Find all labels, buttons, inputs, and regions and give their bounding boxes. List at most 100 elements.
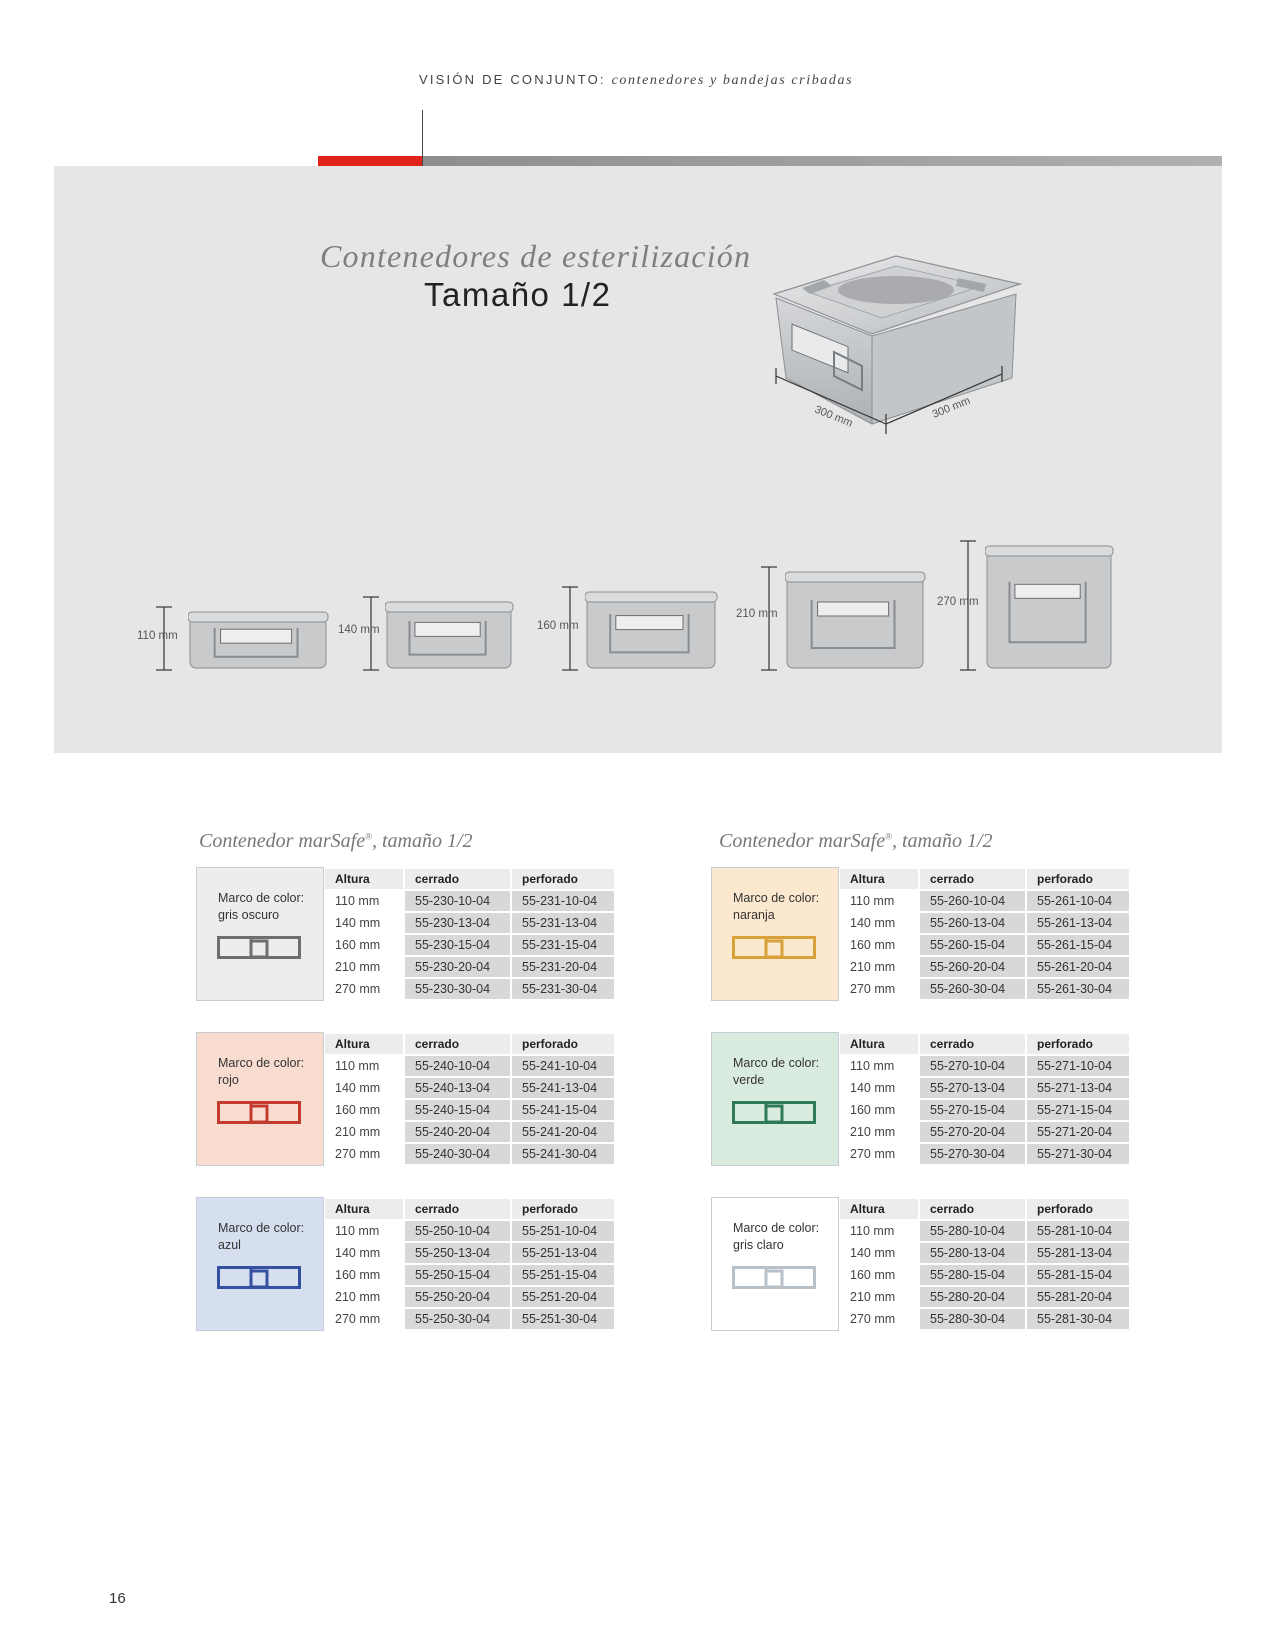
- cell-cerrado: 55-270-15-04: [918, 1100, 1025, 1120]
- cell-altura: 140 mm: [325, 1243, 403, 1263]
- column-header-perforado: perforado: [510, 1034, 614, 1054]
- cell-perforado: 55-241-15-04: [510, 1100, 614, 1120]
- cell-altura: 110 mm: [840, 1221, 918, 1241]
- frame-color-icon: [217, 936, 301, 959]
- height-label-1: 110 mm: [137, 630, 178, 642]
- cell-perforado: 55-261-10-04: [1025, 891, 1129, 911]
- cell-altura: 110 mm: [840, 891, 918, 911]
- cell-altura: 210 mm: [325, 1287, 403, 1307]
- height-label-5: 270 mm: [937, 596, 979, 608]
- cell-altura: 110 mm: [840, 1056, 918, 1076]
- cell-altura: 210 mm: [325, 957, 403, 977]
- height-dimension-line-3: [562, 586, 578, 671]
- swatch-label: Marco de color:azul: [218, 1221, 305, 1252]
- cell-altura: 160 mm: [840, 935, 918, 955]
- column-header-perforado: perforado: [510, 1199, 614, 1219]
- cell-perforado: 55-261-30-04: [1025, 979, 1129, 999]
- column-header-cerrado: cerrado: [403, 1199, 510, 1219]
- cell-cerrado: 55-270-30-04: [918, 1144, 1025, 1164]
- cell-cerrado: 55-250-10-04: [403, 1221, 510, 1241]
- cell-perforado: 55-251-30-04: [510, 1309, 614, 1329]
- container-height-4: [785, 571, 926, 669]
- cell-cerrado: 55-280-20-04: [918, 1287, 1025, 1307]
- color-swatch: Marco de color:rojo: [196, 1032, 324, 1166]
- cell-cerrado: 55-240-10-04: [403, 1056, 510, 1076]
- column-header-perforado: perforado: [1025, 1034, 1129, 1054]
- running-header: VISIÓN DE CONJUNTO: contenedores y bande…: [419, 72, 853, 89]
- column-header-perforado: perforado: [1025, 869, 1129, 889]
- cell-altura: 210 mm: [325, 1122, 403, 1142]
- column-header-perforado: perforado: [1025, 1199, 1129, 1219]
- cell-cerrado: 55-230-20-04: [403, 957, 510, 977]
- cell-cerrado: 55-240-13-04: [403, 1078, 510, 1098]
- cell-perforado: 55-231-10-04: [510, 891, 614, 911]
- cell-perforado: 55-241-30-04: [510, 1144, 614, 1164]
- cell-cerrado: 55-280-10-04: [918, 1221, 1025, 1241]
- cell-perforado: 55-241-13-04: [510, 1078, 614, 1098]
- cell-cerrado: 55-260-10-04: [918, 891, 1025, 911]
- cell-perforado: 55-261-20-04: [1025, 957, 1129, 977]
- frame-color-icon: [732, 936, 816, 959]
- hero-subtitle: Tamaño 1/2: [424, 276, 612, 313]
- cell-cerrado: 55-280-30-04: [918, 1309, 1025, 1329]
- cell-perforado: 55-271-10-04: [1025, 1056, 1129, 1076]
- cell-altura: 270 mm: [325, 1144, 403, 1164]
- cell-altura: 270 mm: [325, 979, 403, 999]
- cell-cerrado: 55-230-13-04: [403, 913, 510, 933]
- column-header-cerrado: cerrado: [918, 869, 1025, 889]
- cell-perforado: 55-251-13-04: [510, 1243, 614, 1263]
- column-header-perforado: perforado: [510, 869, 614, 889]
- container-photo: 300 mm 300 mm: [772, 255, 1023, 434]
- swatch-label: Marco de color:gris oscuro: [218, 891, 305, 922]
- column-header-altura: Altura: [840, 1199, 918, 1219]
- cell-altura: 110 mm: [325, 1221, 403, 1241]
- column-header-altura: Altura: [840, 869, 918, 889]
- frame-color-icon: [217, 1266, 301, 1289]
- accent-bar-red: [318, 156, 422, 166]
- section-title-right: Contenedor marSafe®, tamaño 1/2: [719, 830, 993, 852]
- cell-cerrado: 55-240-20-04: [403, 1122, 510, 1142]
- cell-altura: 140 mm: [325, 913, 403, 933]
- cell-altura: 210 mm: [840, 1287, 918, 1307]
- height-dimension-line-5: [960, 540, 976, 671]
- swatch-label: Marco de color:rojo: [218, 1056, 305, 1087]
- column-header-altura: Altura: [325, 1199, 403, 1219]
- cell-perforado: 55-231-15-04: [510, 935, 614, 955]
- cell-altura: 160 mm: [325, 935, 403, 955]
- cell-cerrado: 55-260-15-04: [918, 935, 1025, 955]
- height-dimension-line-1: [156, 606, 172, 671]
- cell-perforado: 55-241-10-04: [510, 1056, 614, 1076]
- cell-perforado: 55-281-20-04: [1025, 1287, 1129, 1307]
- cell-cerrado: 55-280-13-04: [918, 1243, 1025, 1263]
- container-height-5: [985, 545, 1114, 669]
